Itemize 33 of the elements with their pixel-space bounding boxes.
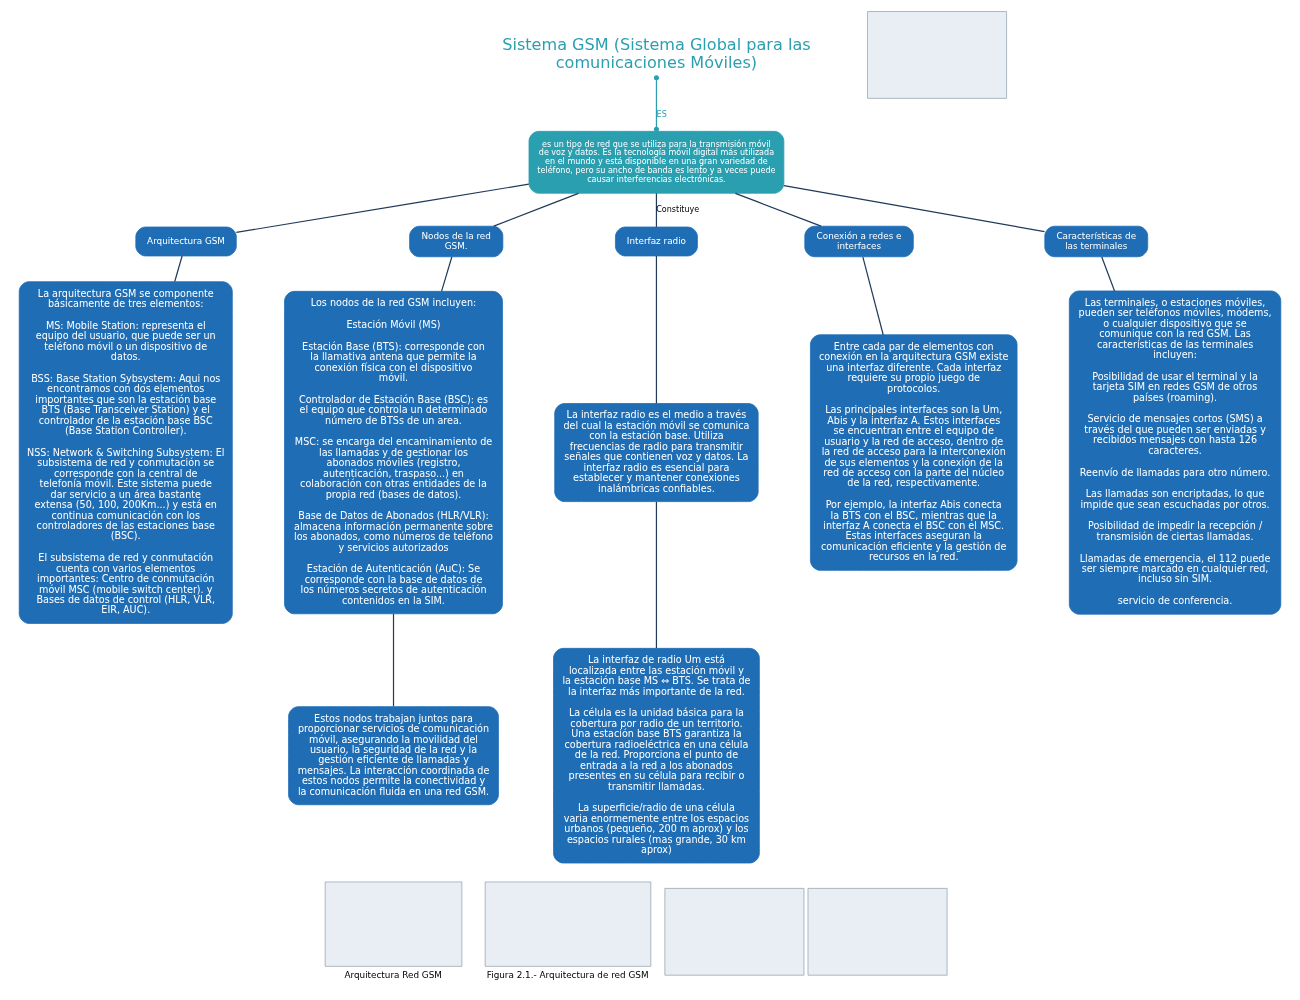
connector (655, 192, 658, 228)
node-box: Las terminales, o estaciones móviles, pueden ser teléfonos móviles, módems, o cualquier dispositivo que se comunique con la red GSM. Las características de las terminales incluyen: Posibilidad de usar el terminal y la tarjeta SIM en redes GSM de otros países (roaming). Servicio de mensajes cortos (SMS) a través del que pueden ser enviadas y recibidos mensajes con hasta 126 caracteres. Reenvío de llamadas para otro número. Las llamadas son encriptadas, lo que impide que sean escuchadas por otros. Posibilidad de impedir la recepción / transmisión de ciertas llamadas. Llamadas de emergencia, el 112 puede ser siempre marcado en cualquier red, incluso sin SIM. servicio de conferencia. (1068, 290, 1282, 615)
node-box: La interfaz radio es el medio a través del cual la estación móvil se comunica con la estación base. Utiliza frecuencias de radio para transmitir señales que contienen voz y datos. La interfaz radio es esencial para establecer y mantener conexiones inalámbricas confiables. (554, 403, 759, 502)
node-box: La interfaz de radio Um está localizada entre las estación móvil y la estación base MS ⇔ BTS. Se trata de la interfaz más importante de la red. La célula es la unidad básica para la cobertura por radio de un territorio. Una estación base BTS garantiza la cobertura radioeléctrica en una célula de la red. Proporciona el punto de entrada a la red a los abonados presentes en su célula para recibir o transmitir llamadas. La superficie/radio de una célula varia enormemente entre los espacios urbanos (pequeño, 200 m aprox) y los espacios rurales (mas grande, 30 km aprox) (553, 647, 760, 864)
node-box: Estos nodos trabajan juntos para proporcionar servicios de comunicación móvil, asegurando la movilidad del usuario, la seguridad de la red y la gestión eficiente de llamadas y mensajes. La interacción coordinada de estos nodos permite la conectividad y la comunicación fluida en una red GSM. (288, 706, 499, 806)
node-box (664, 887, 805, 976)
connector (493, 192, 580, 227)
node-label: Arquitectura Red GSM (344, 970, 442, 981)
node-box: Arquitectura GSM (135, 226, 237, 257)
node-box: Entre cada par de elementos con conexión en la arquitectura GSM existe una interfaz diferente. Cada interfaz requiere su propio juego de protocolos. Las principales interfaces son la Um, Abis y la interfaz A. Estos interfaces se encuentran entre el equipo de usuario y la red de acceso, dentro de la red de acceso para la interconexión de sus elementos y la conexión de la red de acceso con la parte del núcleo de la red, respectivamente. Por ejemplo, la interfaz Abis conecta la BTS con el BSC, mientras que la interfaz A conecta el BSC con el MSC. Estas interfaces aseguran la comunicación eficiente y la gestión de recursos en la red. (810, 334, 1018, 571)
connector (655, 255, 658, 405)
node-box: es un tipo de red que se utiliza para la transmisión móvil de voz y datos. Es la tecnología móvil digital más utilizada en el mundo y está disponible en una gran variedad de teléfono, pero su ancho de banda es lento y a veces puede causar interferencias electrónicas. (528, 130, 785, 194)
node-box (807, 887, 948, 976)
node-label: Figura 2.1.- Arquitectura de red GSM (486, 970, 649, 981)
connector (734, 192, 822, 227)
connector (392, 613, 395, 707)
connector (783, 185, 1046, 233)
connector (235, 183, 530, 233)
connector (1101, 256, 1116, 292)
connector (655, 501, 658, 649)
node-box: Los nodos de la red GSM incluyen: Estación Móvil (MS) Estación Base (BTS): corresponde con la llamativa antena que permite la conexión física con el dispositivo móvil. Controlador de Estación Base (BSC): es el equipo que controla un determinado número de BTSs de un area. MSC: se encarga del encaminamiento de las llamadas y de gestionar los abonados móviles (registro, autenticación, traspaso...) en colaboración con otras entidades de la propia red (bases de datos). Base de Datos de Abonados (HLR/VLR): almacena información permanente sobre los abonados, como números de teléfono y servicios autorizados Estación de Autenticación (AuC): Se corresponde con la base de datos de los números secretos de autenticación contenidos en la SIM. (284, 290, 503, 615)
node-box: La arquitectura GSM se componente básicamente de tres elementos: MS: Mobile Station: representa el equipo del usuario, que puede ser un teléfono móvil o un dispositivo de datos. BSS: Base Station Sybsystem: Aqui nos encontramos con dos elementos importantes que son la estación base BTS (Base Transceiver Station) y el controlador de la estación base BSC (Base Station Controller). NSS: Network & Switching Subsystem: El subsistema de red y conmutación se corresponde con la central de telefonía móvil. Este sistema puede dar servicio a un área bastante extensa (50, 100, 200Km...) y está en continua comunicación con los controladores de las estaciones base (BSC). El subsistema de red y conmutación cuenta con varios elementos importantes: Centro de conmutación móvil MSC (mobile switch center). y Bases de datos de control (HLR, VLR, EIR, AUC). (18, 281, 233, 624)
node-box: Características de las terminales (1044, 225, 1149, 258)
node-box (867, 11, 1007, 99)
edge-label: ES (656, 109, 667, 119)
connector (862, 256, 884, 336)
node-text: Sistema GSM (Sistema Global para las comunicaciones Móviles) (502, 35, 811, 72)
connector (174, 255, 183, 283)
node-box: Interfaz radio (615, 226, 698, 257)
connector (441, 256, 453, 292)
connector (653, 75, 659, 132)
node-box: Conexión a redes e interfaces (804, 225, 914, 258)
node-box: Nodos de la red GSM. (409, 225, 504, 258)
